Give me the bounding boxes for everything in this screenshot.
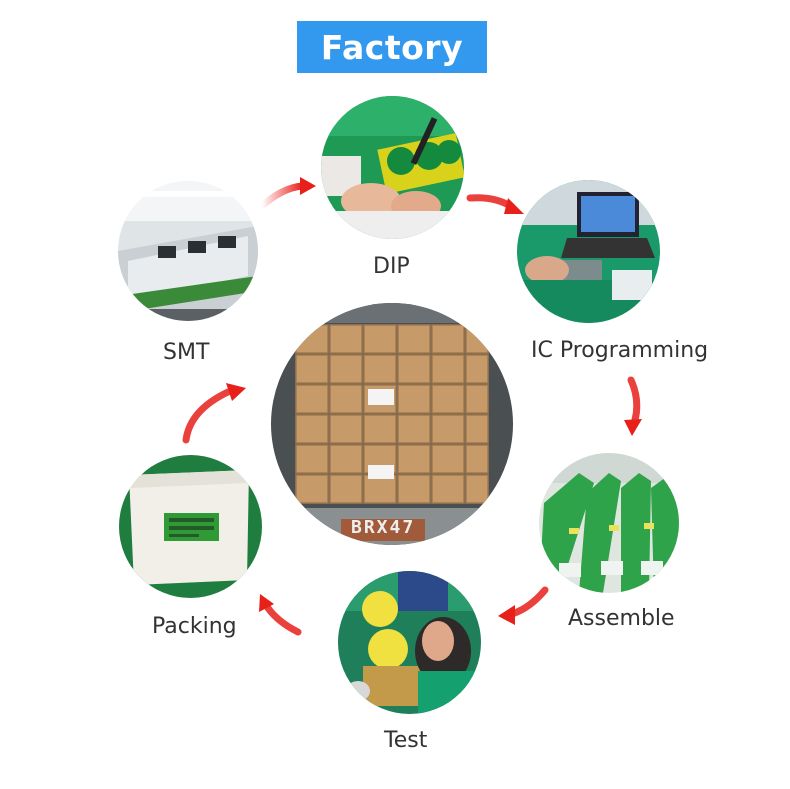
arrow-test-to-packing bbox=[259, 594, 302, 636]
smt-photo bbox=[118, 181, 258, 321]
ic-programming-photo bbox=[517, 180, 660, 323]
warehouse-boxes-photo: BRX47 bbox=[271, 303, 513, 545]
arrow-dip-to-ic-programming bbox=[466, 194, 524, 214]
packing-photo bbox=[119, 455, 262, 598]
step-label-test: Test bbox=[384, 728, 428, 753]
arrow-packing-to-smt bbox=[182, 383, 246, 444]
arrow-ic-programming-to-assemble bbox=[624, 376, 642, 436]
container-code: BRX47 bbox=[351, 517, 416, 538]
step-label-assemble: Assemble bbox=[568, 606, 675, 631]
step-label-packing: Packing bbox=[152, 614, 237, 639]
step-label-dip: DIP bbox=[373, 254, 410, 279]
arrow-smt-to-dip bbox=[258, 177, 316, 210]
dip-photo bbox=[321, 96, 464, 239]
step-label-ic-programming: IC Programming bbox=[531, 338, 709, 363]
arrow-assemble-to-test bbox=[498, 586, 549, 625]
page-title: Factory bbox=[297, 21, 487, 73]
step-label-smt: SMT bbox=[163, 340, 210, 365]
test-photo bbox=[338, 571, 481, 714]
assemble-photo bbox=[539, 453, 679, 593]
